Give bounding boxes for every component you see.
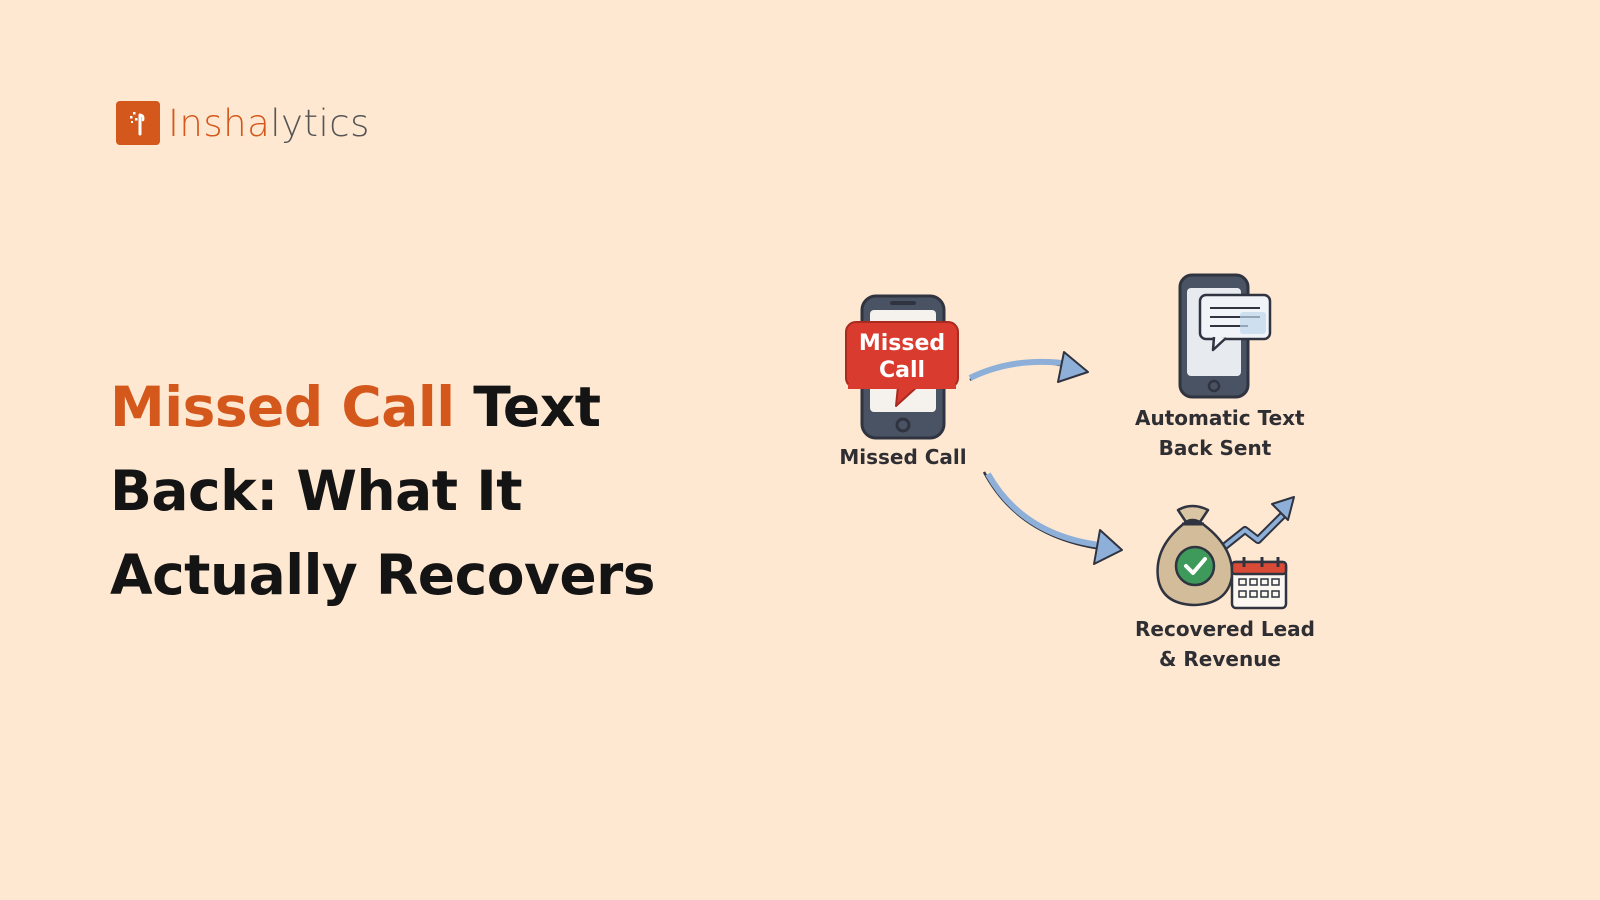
arrow-icon [982,471,1123,565]
step3-label-line2: & Revenue [1158,647,1281,671]
title-highlight: Missed Call [110,375,455,439]
missed-call-bubble: Missed Call [845,321,959,407]
flow-diagram: Missed Call [820,260,1340,700]
step2-label: Automatic Text Back Sent [1135,403,1305,463]
chat-bubble-icon [1198,293,1272,352]
step2-label-line2: Back Sent [1158,436,1272,460]
brand-name-part1: Insha [168,101,271,145]
inshalytics-logo-icon [116,101,160,145]
brand-name-part2: lytics [270,101,370,145]
trend-arrow-icon [1217,496,1295,554]
bubble-text-line1: Missed [859,331,945,356]
page-title: Missed Call Text Back: What It Actually … [110,365,670,617]
calendar-icon [1230,557,1288,610]
title-line2: Back: What It [110,459,523,523]
bubble-text-line2: Call [879,358,925,383]
arrow-icon [968,351,1089,383]
brand-name: Inshalytics [168,102,370,145]
step3-label-line1: Recovered Lead [1135,617,1315,641]
step1-label: Missed Call [839,445,967,469]
check-icon [1174,545,1216,587]
title-line1-rest: Text [454,375,601,439]
step2-label-line1: Automatic Text [1135,406,1305,430]
brand-logo: Inshalytics [116,101,370,145]
step3-label: Recovered Lead & Revenue [1135,614,1315,674]
title-line3: Actually Recovers [110,543,656,607]
